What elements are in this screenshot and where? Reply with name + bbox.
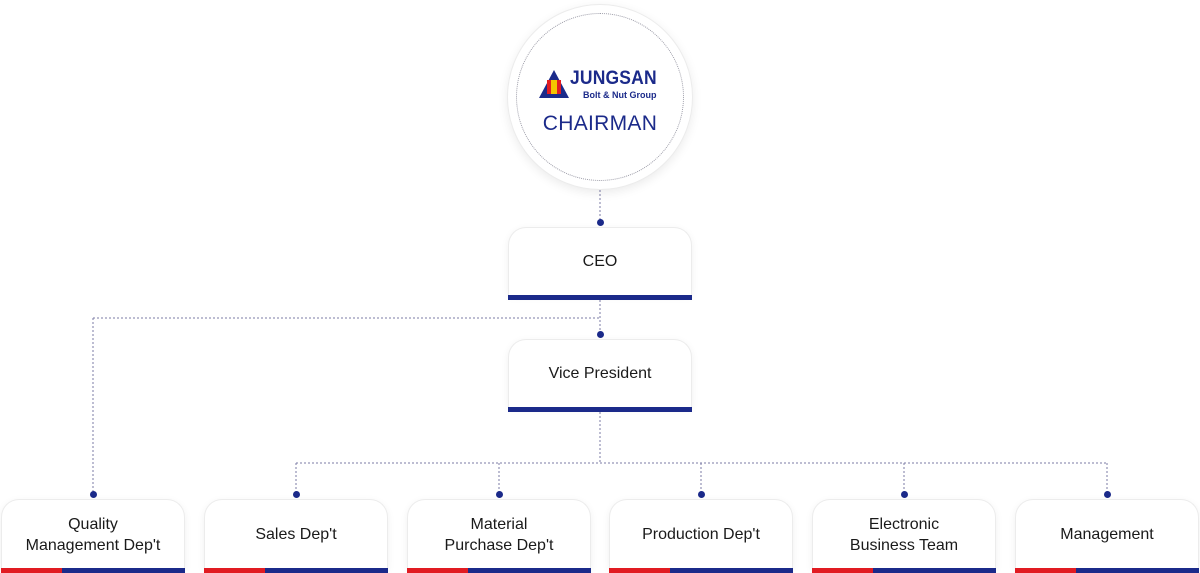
logo-tagline: Bolt & Nut Group: [583, 90, 657, 100]
ceo-underline: [508, 295, 692, 300]
dept-label: Management: [1060, 526, 1154, 543]
dept-electronic-business: Electronic Business Team: [812, 499, 996, 569]
dept-underline-blue: [62, 568, 185, 573]
dept-underline-red: [204, 568, 265, 573]
chairman-dotted-ring: [516, 13, 684, 181]
dept-underline-blue: [873, 568, 996, 573]
ceo-node: CEO: [508, 227, 692, 295]
jungsan-logo-icon: [539, 70, 569, 98]
dept-underline-red: [1, 568, 62, 573]
dept-label: Production Dep't: [642, 526, 760, 543]
dept-underline-blue: [468, 568, 591, 573]
chairman-title: CHAIRMAN: [542, 112, 658, 135]
dept-material-purchase: Material Purchase Dep't: [407, 499, 591, 569]
dept-sales: Sales Dep't: [204, 499, 388, 569]
vice-president-label: Vice President: [548, 365, 652, 382]
connector-dot: [597, 331, 604, 338]
dept-underline-red: [1015, 568, 1076, 573]
ceo-label: CEO: [582, 253, 618, 270]
connector-dot: [90, 491, 97, 498]
dept-underline-red: [407, 568, 468, 573]
vice-president-node: Vice President: [508, 339, 692, 407]
dept-underline-blue: [1076, 568, 1199, 573]
dept-management: Management: [1015, 499, 1199, 569]
connector-dot: [293, 491, 300, 498]
dept-underline-blue: [670, 568, 793, 573]
dept-underline-red: [609, 568, 670, 573]
connector-dot: [698, 491, 705, 498]
connector-dot: [597, 219, 604, 226]
vice-president-underline: [508, 407, 692, 412]
dept-underline-red: [812, 568, 873, 573]
dept-quality-management: Quality Management Dep't: [1, 499, 185, 569]
dept-label: Quality Management Dep't: [25, 515, 161, 554]
dept-label: Electronic Business Team: [849, 515, 959, 554]
connector-dot: [496, 491, 503, 498]
dept-production: Production Dep't: [609, 499, 793, 569]
dept-label: Material Purchase Dep't: [444, 515, 554, 554]
connector-dot: [1104, 491, 1111, 498]
connector-dot: [901, 491, 908, 498]
logo-name: JUNGSAN: [570, 68, 657, 89]
dept-label: Sales Dep't: [255, 526, 337, 543]
dept-underline-blue: [265, 568, 388, 573]
